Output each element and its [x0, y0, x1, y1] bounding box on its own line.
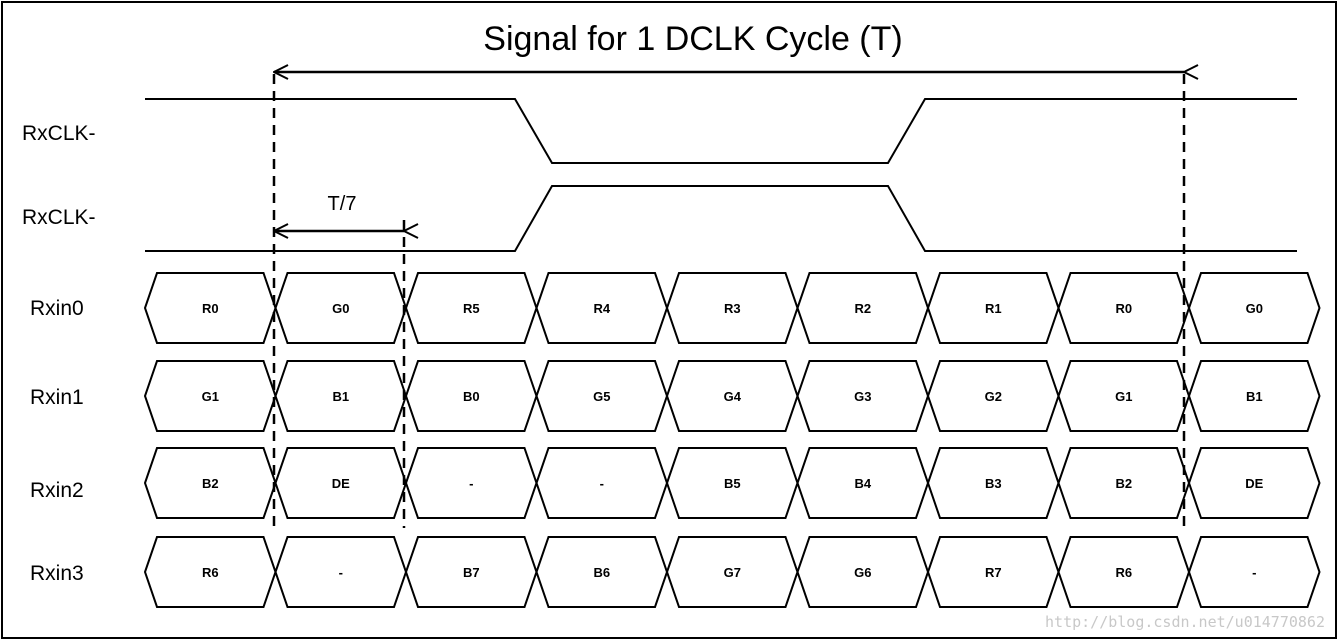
data-cell-shape [1187, 447, 1321, 519]
data-cell-shape [1187, 272, 1321, 344]
data-cell-label: R6 [1115, 565, 1132, 580]
data-cell-label: G4 [724, 389, 742, 404]
data-cell-label: B4 [854, 476, 871, 491]
diagram-title: Signal for 1 DCLK Cycle (T) [483, 20, 902, 58]
data-cell-label: G2 [985, 389, 1002, 404]
data-row-label-2: Rxin2 [30, 479, 84, 502]
data-cell-label: R3 [724, 301, 741, 316]
data-cell-label: B2 [1115, 476, 1132, 491]
data-row-label-3: Rxin3 [30, 562, 84, 585]
data-cell-label: - [469, 476, 473, 491]
data-cell-label: G1 [1115, 389, 1132, 404]
data-cell-label: R0 [1115, 301, 1132, 316]
data-cell-label: G6 [854, 565, 871, 580]
data-cell-label: R1 [985, 301, 1002, 316]
clock-row-label-1: RxCLK- [22, 206, 96, 229]
data-cell-label: R7 [985, 565, 1002, 580]
data-cell-label: - [600, 476, 604, 491]
data-cell-label: R2 [854, 301, 871, 316]
data-cell-label: R6 [202, 565, 219, 580]
data-cell-label: R4 [593, 301, 610, 316]
data-cell-label: R5 [463, 301, 480, 316]
data-cell-label: R0 [202, 301, 219, 316]
data-cell-label: B1 [332, 389, 349, 404]
data-cell-label: B3 [985, 476, 1002, 491]
data-cell-shape [1187, 536, 1321, 608]
data-cell-label: G0 [1246, 301, 1263, 316]
data-cell-label: B1 [1246, 389, 1263, 404]
data-cell-label: - [1252, 565, 1256, 580]
data-cell-label: G5 [593, 389, 610, 404]
data-cell-label: G0 [332, 301, 349, 316]
subcycle-label: T/7 [328, 193, 357, 215]
data-cell-shape [1187, 360, 1321, 432]
data-row-label-1: Rxin1 [30, 386, 84, 409]
data-cell-label: G7 [724, 565, 741, 580]
data-cell-label: DE [1245, 476, 1263, 491]
data-row-label-0: Rxin0 [30, 297, 84, 320]
watermark-text: http://blog.csdn.net/u014770862 [1045, 613, 1325, 631]
clock-waveform-0 [145, 98, 1297, 164]
data-cell-label: B2 [202, 476, 219, 491]
clock-waveform-1 [145, 185, 1297, 252]
data-cell-label: B0 [463, 389, 480, 404]
clock-row-label-0: RxCLK- [22, 122, 96, 145]
data-cell-label: B7 [463, 565, 480, 580]
data-cell-label: B6 [593, 565, 610, 580]
data-cell-label: - [339, 565, 343, 580]
data-cell-label: G1 [202, 389, 219, 404]
data-cell-label: B5 [724, 476, 741, 491]
data-cell-label: DE [332, 476, 350, 491]
data-cell-label: G3 [854, 389, 871, 404]
